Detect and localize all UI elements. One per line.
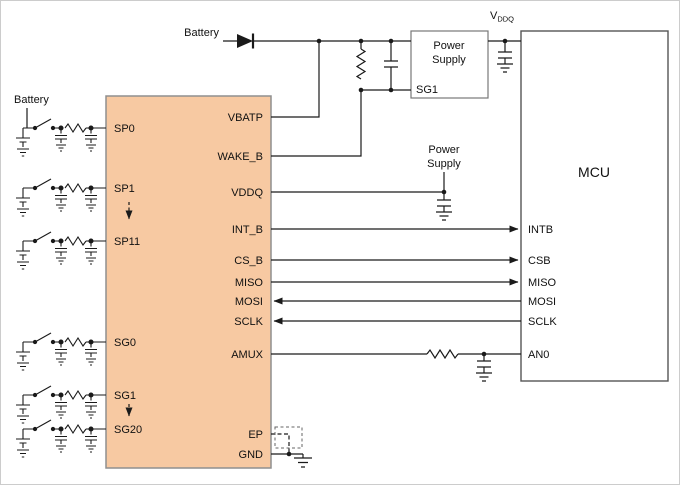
cell-tap-row-sp0 xyxy=(15,118,107,157)
mcu-block xyxy=(520,30,669,382)
mcu-pin-an0: AN0 xyxy=(528,349,549,361)
wiring xyxy=(26,40,521,468)
mcu-pin-intb: INTB xyxy=(528,224,553,236)
junction-dot xyxy=(481,351,487,357)
afe-pin-sg0: SG0 xyxy=(114,337,136,349)
resistor-icon xyxy=(426,348,459,360)
junction-dot xyxy=(358,38,364,44)
afe-pin-miso: MISO xyxy=(235,277,264,289)
afe-pin-wakeb: WAKE_B xyxy=(218,151,263,163)
wire-ep xyxy=(271,433,290,454)
battery-top-label: Battery xyxy=(184,27,219,39)
diode-icon xyxy=(237,33,255,49)
resistor-icon xyxy=(355,48,367,80)
wire-wakeb xyxy=(271,41,362,157)
cell-tap-row-sp1 xyxy=(15,178,107,217)
cell-tap-row-sg20 xyxy=(15,419,107,458)
afe-pin-vddq: VDDQ xyxy=(231,187,263,199)
capacitor-icon xyxy=(437,199,451,207)
capacitor-icon xyxy=(384,60,398,68)
junction-dot xyxy=(502,38,508,44)
ground-icon xyxy=(497,63,513,73)
junction-dot xyxy=(316,38,322,44)
capacitor-icon xyxy=(477,360,491,368)
battery-left-label: Battery xyxy=(14,94,49,106)
power-supply-sg1-pin-label: SG1 xyxy=(416,84,438,96)
junction-dot xyxy=(286,451,292,457)
afe-pin-sg1: SG1 xyxy=(114,390,136,402)
afe-pin-gnd: GND xyxy=(239,449,264,461)
cell-tap-row-sg1 xyxy=(15,385,107,424)
afe-pin-intb: INT_B xyxy=(232,224,263,236)
mcu-pin-miso: MISO xyxy=(528,277,557,289)
afe-pin-csb: CS_B xyxy=(234,255,263,267)
afe-pin-mosi: MOSI xyxy=(235,296,263,308)
afe-pin-sp0: SP0 xyxy=(114,123,135,135)
power-supply-block xyxy=(410,30,489,99)
mcu-pin-mosi: MOSI xyxy=(528,296,556,308)
junction-dots xyxy=(286,38,508,457)
junction-dot xyxy=(358,87,364,93)
power-supply-box-label-2: Supply xyxy=(432,54,466,66)
mcu-pin-csb: CSB xyxy=(528,255,551,267)
afe-pin-sclk: SCLK xyxy=(234,316,263,328)
capacitor-icon xyxy=(498,51,512,59)
afe-pin-sp1: SP1 xyxy=(114,183,135,195)
mcu-pin-sclk: SCLK xyxy=(528,316,557,328)
junction-dot xyxy=(441,189,447,195)
vddq-net-label: VDDQ xyxy=(490,10,514,24)
afe-pin-ep: EP xyxy=(248,429,263,441)
mcu-title: MCU xyxy=(578,164,610,180)
wire-vbatp xyxy=(271,41,320,118)
afe-pin-vbatp: VBATP xyxy=(228,112,263,124)
ground-icon xyxy=(476,372,492,382)
cell-tap-row-sp11 xyxy=(15,231,107,270)
ground-icon xyxy=(436,211,452,221)
afe-pin-sp11: SP11 xyxy=(114,236,140,248)
ep-pad-dashed-outline xyxy=(274,426,303,449)
labels: Battery Battery VDDQ Power Supply SG1 Po… xyxy=(14,10,610,461)
ground-icon xyxy=(294,454,312,468)
power-supply-box-label-1: Power xyxy=(433,40,465,52)
junction-dot xyxy=(388,38,394,44)
afe-pin-amux: AMUX xyxy=(231,349,263,361)
power-supply-mid-label-2: Supply xyxy=(427,158,461,170)
cell-tap-row-sg0 xyxy=(15,332,107,371)
afe-pin-sg20: SG20 xyxy=(114,424,142,436)
power-supply-mid-label-1: Power xyxy=(428,144,460,156)
junction-dot xyxy=(388,87,394,93)
afe-ic-block xyxy=(105,95,272,469)
